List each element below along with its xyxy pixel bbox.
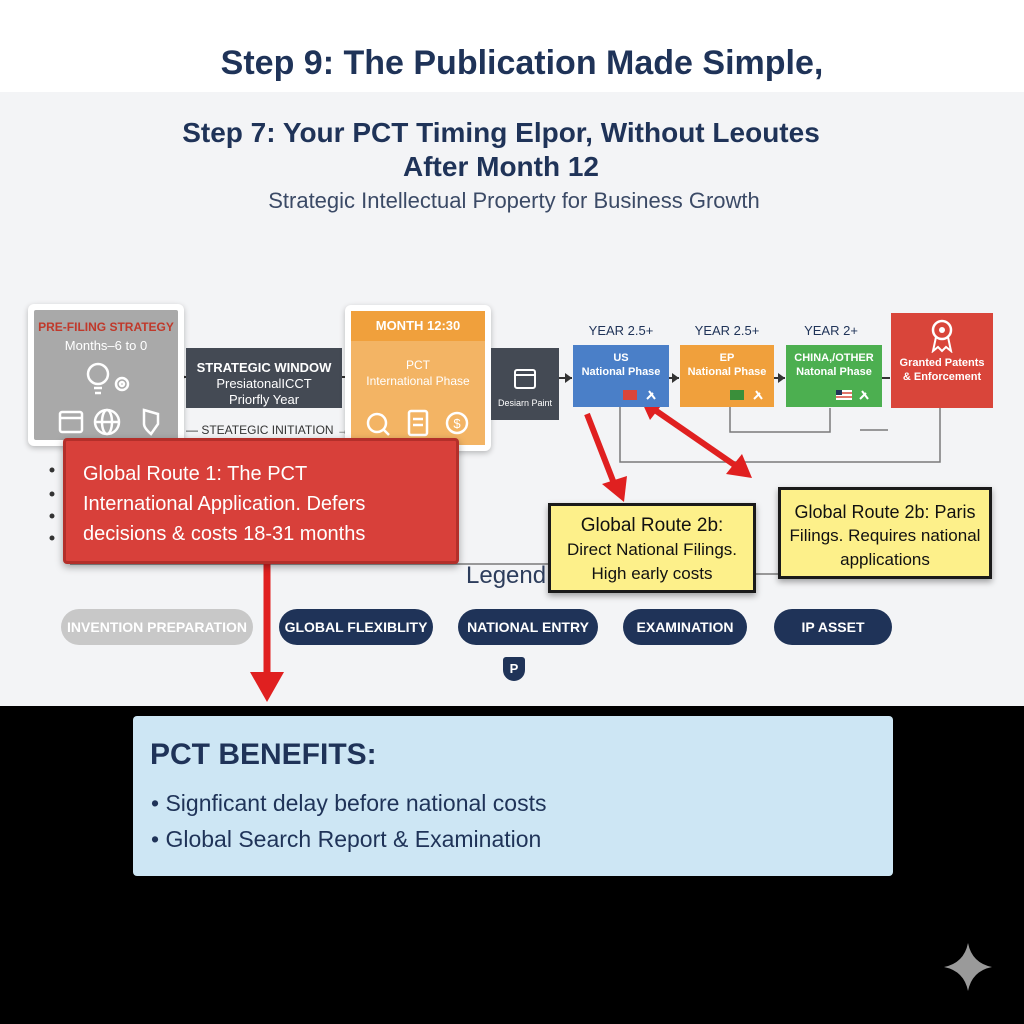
granted-patents-box: Granted Patents & Enforcement [891, 313, 993, 408]
route-line-ep [729, 407, 831, 433]
route1-callout: Global Route 1: The PCT International Ap… [63, 438, 459, 564]
route2b-paris-line2: Filings. Requires national [789, 526, 981, 545]
red-arrowhead [250, 672, 284, 702]
benefit-item: • Signficant delay before national costs [151, 790, 547, 816]
design-paint-label: Desiarn Paint [497, 398, 553, 408]
month-inner: MONTH 12:30 PCT International Phase $ [351, 311, 485, 445]
arrowhead [778, 373, 785, 383]
route2b-direct-line2: Direct National Filings. [566, 540, 738, 559]
month-header: MONTH 12:30 [351, 311, 485, 341]
dollar-icon [445, 411, 469, 435]
route1-text: Global Route 1: The PCT International Ap… [83, 459, 443, 549]
main-title-line2: After Month 12 [403, 151, 599, 182]
document-icon [407, 409, 429, 437]
pct-benefits-panel: PCT BENEFITS: • Signficant delay before … [133, 716, 893, 876]
search-icon [366, 412, 390, 436]
granted-line2: & Enforcement [902, 371, 982, 383]
route2b-direct-line1: Global Route 2b: [580, 515, 724, 536]
us-year-label: YEAR 2.5+ [588, 323, 654, 338]
pre-filing-card: PRE-FILING STRATEGY Months–6 to 0 [28, 304, 184, 446]
ep-national-phase-box: EP National Phase [680, 345, 774, 407]
us-phase-label: National Phase [581, 366, 661, 378]
china-phase-label: Natonal Phase [796, 366, 872, 378]
legend-invention-preparation: INVENTION PREPARATION [61, 609, 253, 645]
pre-filing-title: PRE-FILING STRATEGY [38, 320, 174, 334]
strategic-window-box: STRATEGIC WINDOW PresiatonalICCT Priorfl… [186, 348, 342, 408]
ep-year-label: YEAR 2.5+ [694, 323, 760, 338]
red-arrows [250, 398, 752, 702]
legend-national-entry: NATIONAL ENTRY [458, 609, 598, 645]
red-arrow-shaft [650, 405, 738, 469]
strategic-window-line3: Priorfly Year [228, 392, 300, 407]
month-phase-line2: International Phase [366, 374, 470, 388]
strategic-window-title: STRATEGIC WINDOW [196, 360, 332, 375]
route2b-direct-callout: Global Route 2b: Direct National Filings… [548, 503, 756, 593]
route1-line3: decisions & costs 18-31 months [83, 523, 366, 545]
pre-filing-inner: PRE-FILING STRATEGY Months–6 to 0 [34, 310, 178, 440]
gear-icon [114, 376, 130, 392]
red-arrow-shaft [584, 412, 618, 488]
us-label: US [613, 352, 629, 364]
dollar-sign: $ [453, 416, 461, 431]
main-title: Step 7: Your PCT Timing Elpor, Without L… [0, 116, 1002, 184]
ep-flag-icon [730, 390, 763, 400]
china-flag-icon [836, 390, 869, 400]
china-national-phase-box: CHINA,/OTHER Natonal Phase [786, 345, 882, 407]
route2b-paris-line1: Global Route 2b: Paris [794, 502, 976, 522]
design-paint-box: Desiarn Paint [491, 348, 559, 420]
benefit-item: • Global Search Report & Examination [151, 826, 542, 852]
calendar-icon [514, 369, 536, 389]
award-ribbon-icon [931, 319, 953, 353]
ep-phase-label: National Phase [687, 366, 767, 378]
ep-label: EP [719, 352, 735, 364]
month-phase: PCT International Phase [351, 357, 485, 389]
benefit-item-text: Signficant delay before national costs [165, 790, 547, 816]
lightbulb-icon [86, 362, 110, 395]
month-phase-line1: PCT [406, 358, 430, 372]
us-national-phase-box: US National Phase [573, 345, 669, 407]
legend-global-flexibility: GLOBAL FLEXIBLITY [279, 609, 433, 645]
red-arrowhead [602, 476, 627, 502]
china-label: CHINA,/OTHER [794, 352, 874, 364]
arrowhead [565, 373, 572, 383]
strategic-window-line2: PresiatonalICCT [216, 376, 312, 391]
sparkle-icon [944, 943, 992, 991]
benefit-item-text: Global Search Report & Examination [165, 826, 542, 852]
china-year-label: YEAR 2+ [804, 323, 858, 338]
route2b-direct-line3: High early costs [591, 564, 713, 583]
arrowhead [672, 373, 679, 383]
month-card: MONTH 12:30 PCT International Phase $ [345, 305, 491, 451]
granted-line1: Granted Patents [899, 357, 985, 369]
subtitle: Strategic Intellectual Property for Busi… [268, 188, 760, 213]
legend-examination: EXAMINATION [623, 609, 747, 645]
shield-logo-icon: P [503, 657, 525, 681]
route1-line2: International Application. Defers [83, 493, 366, 515]
route2b-paris-callout: Global Route 2b: Paris Filings. Requires… [778, 487, 992, 579]
month-icons: $ [366, 409, 469, 437]
route-lines [70, 407, 941, 575]
pre-filing-icons [58, 362, 160, 436]
route-line-us [619, 407, 941, 463]
legend-ip-asset: IP ASSET [774, 609, 892, 645]
benefits-title: PCT BENEFITS: [150, 738, 377, 771]
header-band [0, 0, 1024, 92]
route2b-paris-line3: applications [840, 550, 930, 569]
legend-title: Legend [466, 562, 547, 589]
top-title: Step 9: The Publication Made Simple, [220, 44, 824, 82]
bullet-dots [49, 467, 55, 541]
main-title-line1: Step 7: Your PCT Timing Elpor, Without L… [182, 117, 820, 148]
initiation-label: — STEATEGIC INITIATION → [186, 423, 349, 437]
shield-icon [142, 408, 160, 436]
route1-line1: Global Route 1: The PCT [83, 463, 308, 485]
globe-icon [93, 408, 121, 436]
pre-filing-months: Months–6 to 0 [64, 338, 148, 353]
red-arrowhead [726, 454, 752, 478]
us-flag-icon [623, 390, 656, 400]
calendar-icon [58, 410, 84, 434]
